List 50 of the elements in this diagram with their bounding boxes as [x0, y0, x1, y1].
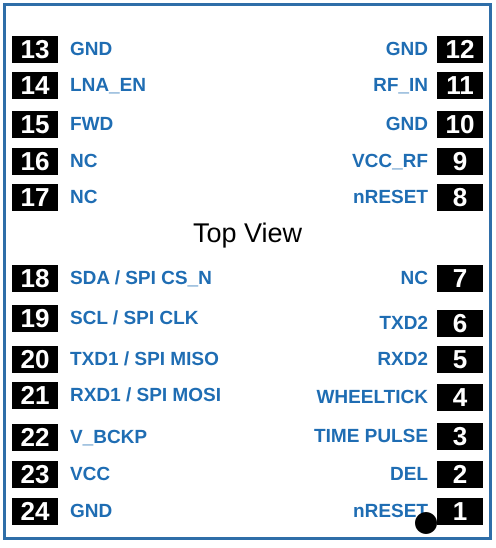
pin-name: LNA_EN [70, 75, 146, 97]
pin-number: 12 [437, 36, 483, 63]
pin-name: NC [70, 187, 98, 209]
pin-number: 7 [437, 265, 483, 292]
pin-name: RXD1 / SPI MOSI [70, 385, 221, 407]
pin-number: 13 [12, 36, 58, 63]
pin-name: SCL / SPI CLK [70, 308, 198, 330]
pin-name: RF_IN [373, 75, 428, 97]
pin-number: 20 [12, 346, 58, 373]
pin-number: 10 [437, 111, 483, 138]
pin-name: WHEELTICK [316, 387, 428, 409]
pin-number: 16 [12, 148, 58, 175]
pin-name: RXD2 [377, 349, 428, 371]
pin-number: 17 [12, 184, 58, 211]
pin-number: 22 [12, 424, 58, 451]
pin-name: VCC_RF [352, 151, 428, 173]
pin-number: 19 [12, 305, 58, 332]
pin-number: 24 [12, 498, 58, 525]
view-label: Top View [192, 218, 302, 249]
pin-name: nRESET [353, 501, 428, 523]
pin-name: FWD [70, 114, 114, 136]
pin-number: 11 [437, 72, 483, 99]
pin-number: 18 [12, 265, 58, 292]
pin-number: 21 [12, 382, 58, 409]
pin-number: 3 [437, 423, 483, 450]
pin-name: GND [386, 39, 428, 61]
pin-name: NC [400, 268, 428, 290]
pin-number: 14 [12, 72, 58, 99]
pin-name: DEL [390, 464, 428, 486]
pin-number: 2 [437, 461, 483, 488]
pin-name: TXD2 [379, 313, 428, 335]
pin-number: 9 [437, 148, 483, 175]
pin-number: 6 [437, 310, 483, 337]
pin-name: NC [70, 151, 98, 173]
pin-number: 8 [437, 184, 483, 211]
pin-name: nRESET [353, 187, 428, 209]
pin-number: 4 [437, 384, 483, 411]
pin-name: TIME PULSE [314, 426, 428, 448]
pin-name: GND [70, 501, 112, 523]
pin-name: V_BCKP [70, 427, 148, 449]
pin-name: GND [386, 114, 428, 136]
pin-number: 23 [12, 461, 58, 488]
pin-number: 15 [12, 111, 58, 138]
pin-name: TXD1 / SPI MISO [70, 349, 219, 371]
pin-name: GND [70, 39, 112, 61]
pin-name: SDA / SPI CS_N [70, 268, 212, 290]
pin-number: 1 [437, 498, 483, 525]
chip-outline [3, 3, 492, 540]
pin-name: VCC [70, 464, 110, 486]
pin-number: 5 [437, 346, 483, 373]
